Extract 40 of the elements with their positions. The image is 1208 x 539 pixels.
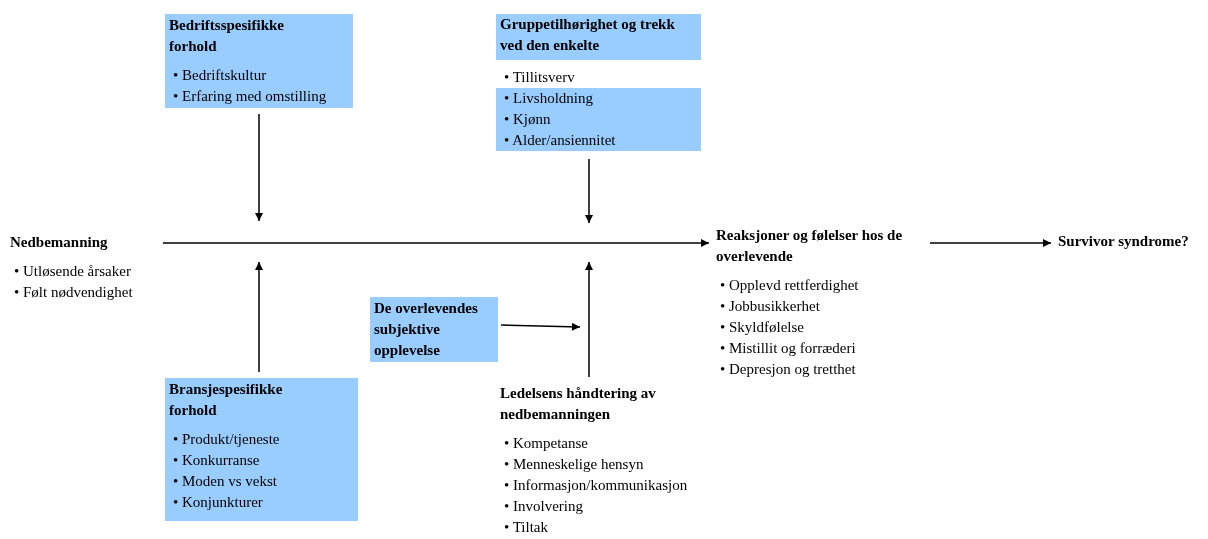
bullet-item: • Tillitsverv [503, 68, 576, 87]
bullet-item: • Jobbusikkerhet [719, 297, 821, 316]
bullet-item: • Tiltak [503, 518, 550, 537]
heading: Nedbemanning [9, 233, 109, 252]
bullet-item: • Involvering [503, 497, 584, 516]
factor-box [165, 14, 353, 108]
heading: Gruppetilhørighet og trekk ved den enkelte [496, 14, 701, 60]
bullet-item: • Mistillit og forræderi [719, 339, 857, 358]
bullet-item: • Konjunkturer [172, 493, 264, 512]
arrow [255, 261, 263, 373]
heading: Bedriftsspesifikke forhold [168, 16, 285, 56]
heading: De overlevendes subjektive opplevelse [373, 299, 479, 360]
bullet-item: • Alder/ansiennitet [496, 130, 701, 151]
bullet-item: • Konkurranse [172, 451, 261, 470]
arrow [929, 239, 1052, 247]
bullet-item: • Kompetanse [503, 434, 589, 453]
arrow [585, 261, 593, 378]
arrow [585, 158, 593, 224]
bullet-item: • Erfaring med omstilling [172, 87, 328, 106]
heading: Reaksjoner og følelser hos de overlevende [715, 226, 904, 266]
arrow [162, 239, 710, 247]
factor-box [165, 378, 358, 521]
bullet-item: • Opplevd rettferdighet [719, 276, 860, 295]
bullet-item: • Depresjon og tretthet [719, 360, 857, 379]
bullet-item: • Bedriftskultur [172, 66, 268, 85]
bullet-item: • Utløsende årsaker [13, 262, 132, 281]
factor-box [370, 297, 498, 362]
bullet-item: • Produkt/tjeneste [172, 430, 281, 449]
bullet-item: • Følt nødvendighet [13, 283, 134, 302]
arrow [255, 113, 263, 222]
heading: Bransjespesifikke forhold [168, 380, 284, 420]
bullet-item: • Moden vs vekst [172, 472, 278, 491]
arrow [500, 322, 581, 331]
heading: Survivor syndrome? [1057, 232, 1190, 251]
bullet-item: • Skyldfølelse [719, 318, 805, 337]
bullet-item: • Informasjon/kommunikasjon [503, 476, 689, 495]
heading: Ledelsens håndtering av nedbemanningen [499, 384, 657, 424]
bullet-item: • Kjønn [496, 109, 701, 130]
bullet-item: • Menneskelige hensyn [503, 455, 645, 474]
bullet-item: • Livsholdning [496, 88, 701, 109]
